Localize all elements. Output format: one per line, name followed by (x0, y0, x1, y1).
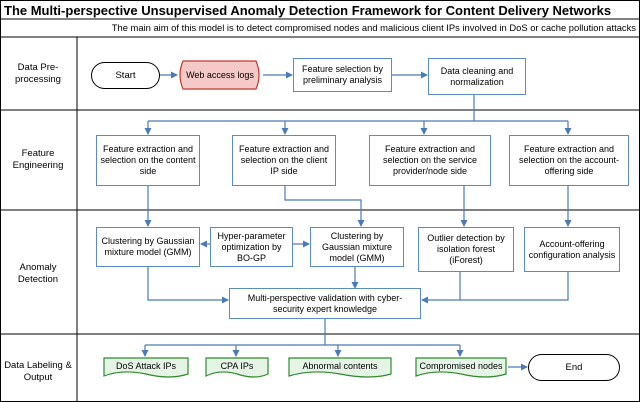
account-config-box: Account-offering configuration analysis (524, 227, 620, 272)
bo-gp-box: Hyper-parameter optimization by BO-GP (210, 227, 293, 267)
dos-output-shape (103, 357, 189, 378)
page-subtitle: The main aim of this model is to detect … (111, 22, 636, 33)
arrow-gmm-content-to-validation (147, 267, 229, 304)
lane-label-feature: Feature Engineering (12, 148, 64, 171)
validation-box: Multi-perspective validation with cyber-… (229, 288, 421, 319)
abnormal-output-shape (288, 357, 392, 378)
feature-selection-box: Feature selection by preliminary analysi… (293, 58, 392, 92)
fe-client-box: Feature extraction and selection on the … (232, 135, 336, 186)
web-logs-shape (179, 60, 260, 90)
start-node: Start (91, 62, 160, 89)
lane-label-preprocessing: Data Pre-processing (15, 62, 61, 85)
lane-label-anomaly: Anomaly Detection (17, 262, 59, 285)
page-title: The Multi-perspective Unsupervised Anoma… (4, 3, 612, 18)
arrow-iforest-to-validation (421, 272, 461, 304)
fe-account-box: Feature extraction and selection on the … (509, 135, 629, 186)
cpa-output-shape (205, 357, 269, 378)
gmm-content-box: Clustering by Gaussian mixture model (GM… (96, 227, 200, 267)
arrow-fe-client-to-gmm (284, 186, 365, 227)
arrow-config-to-validation (460, 272, 569, 301)
data-cleaning-box: Data cleaning and normalization (428, 58, 526, 95)
lane-label-labeling: Data Labeling & Output (4, 360, 72, 383)
fe-provider-box: Feature extraction and selection on the … (369, 135, 491, 186)
gmm-client-box: Clustering by Gaussian mixture model (GM… (310, 227, 404, 267)
fe-content-box: Feature extraction and selection on the … (96, 135, 200, 186)
compromised-output-shape (415, 357, 507, 378)
iforest-box: Outlier detection by isolation forest (i… (418, 227, 514, 272)
end-node: End (528, 354, 620, 381)
